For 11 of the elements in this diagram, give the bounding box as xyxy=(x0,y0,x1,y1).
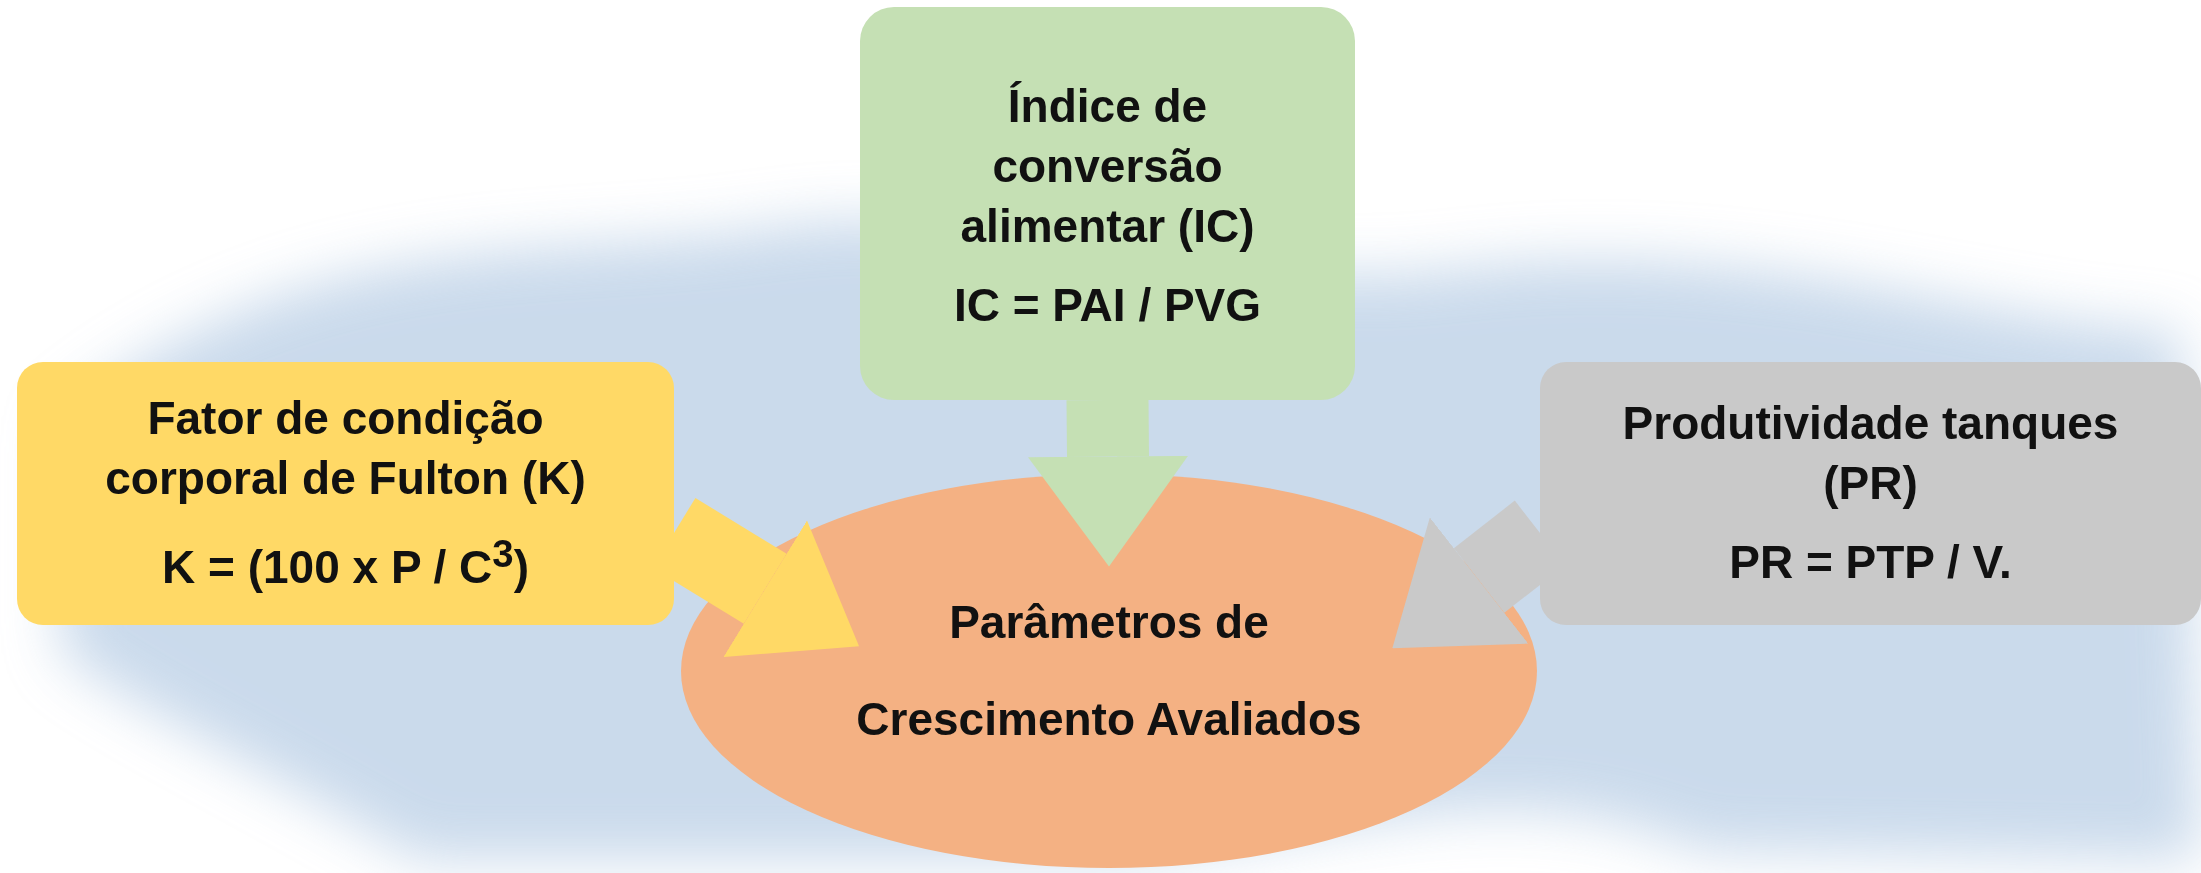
formula-text: IC = PAI / PVG xyxy=(953,278,1262,334)
title-text: Parâmetros de Crescimento Avaliados xyxy=(855,595,1363,747)
process-box xyxy=(860,7,1355,400)
block-arrow xyxy=(1028,399,1188,567)
formula-text: PR = PTP / V. xyxy=(1729,535,2012,591)
formula-text: K = (100 x P / C$^{3}$) xyxy=(162,530,529,596)
title-text: Produtividade tanques (PR) xyxy=(1621,395,2120,511)
process-box xyxy=(1540,362,2201,625)
title-text: Índice de conversão alimentar (IC) xyxy=(959,79,1256,254)
process-box xyxy=(17,362,674,625)
title-text: Fator de condição corporal de Fulton (K) xyxy=(104,391,587,506)
